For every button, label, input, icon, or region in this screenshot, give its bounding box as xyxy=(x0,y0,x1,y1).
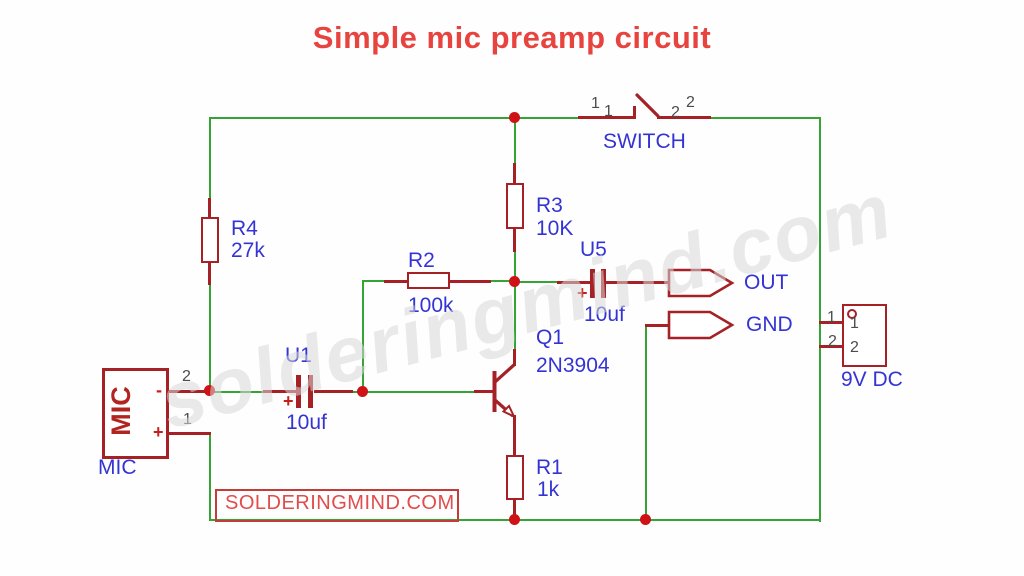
label-u5-value: 10uf xyxy=(584,303,625,326)
wire-collector xyxy=(514,281,516,351)
junction-collector xyxy=(509,276,520,287)
capacitor-u1-plate-left xyxy=(296,375,301,408)
transistor-base-bar xyxy=(492,371,497,412)
label-q1-ref: Q1 xyxy=(536,326,565,349)
lead-u1-left xyxy=(263,390,298,393)
label-q1-value: 2N3904 xyxy=(536,354,610,377)
resistor-r1-body xyxy=(506,455,524,500)
resistor-r2-body xyxy=(407,272,450,289)
u5-polarity-plus: + xyxy=(577,283,588,303)
label-r4-ref: R4 xyxy=(231,217,258,240)
lead-u5-right xyxy=(606,281,669,284)
lead-mic-pin2 xyxy=(166,390,211,393)
battery-pin2-number-inner: 2 xyxy=(850,339,859,356)
wire-base xyxy=(362,391,475,393)
label-r1-ref: R1 xyxy=(536,456,563,479)
wire-left-rail-mid xyxy=(209,284,211,392)
wire-r3-bottom xyxy=(514,251,516,282)
lead-r3-top xyxy=(513,163,516,184)
switch-pin1-number-a: 1 xyxy=(591,95,600,112)
label-switch: SWITCH xyxy=(603,130,686,153)
mic-polarity-minus: - xyxy=(156,380,162,400)
lead-base xyxy=(474,390,495,393)
lead-r4-bottom xyxy=(208,261,211,285)
label-r3-value: 10K xyxy=(536,217,574,240)
lead-r1-top xyxy=(513,427,516,456)
lead-collector xyxy=(513,349,516,366)
mic-polarity-plus: + xyxy=(153,422,164,442)
lead-r4-top xyxy=(208,198,211,218)
lead-gnd-stub xyxy=(645,324,671,327)
lead-switch-1 xyxy=(578,116,635,119)
wire-r2-right xyxy=(490,280,515,282)
switch-pin2-number-b: 2 xyxy=(686,94,695,111)
credit-frame xyxy=(215,489,459,522)
mic-body xyxy=(102,368,169,459)
lead-mic-pin1 xyxy=(166,432,211,435)
mic-body-label: MIC xyxy=(105,386,136,436)
out-connector-shape xyxy=(667,268,735,298)
wire-r3-top xyxy=(514,118,516,164)
wire-gnd-down xyxy=(645,324,647,521)
wire-left-rail-bottom xyxy=(209,433,211,521)
battery-pin1-number-outer: 1 xyxy=(827,309,836,326)
lead-r1-bottom xyxy=(513,499,516,521)
junction-top-rail xyxy=(509,112,520,123)
capacitor-u5-plate-right xyxy=(601,269,606,298)
switch-pin1-number-b: 1 xyxy=(604,103,613,120)
resistor-r3-body xyxy=(506,183,524,229)
wire-left-rail-top xyxy=(209,117,211,199)
battery-pin1-circle xyxy=(847,309,857,319)
label-r2-value: 100k xyxy=(408,294,454,317)
label-r1-value: 1k xyxy=(537,478,560,501)
lead-u1-right xyxy=(314,390,353,393)
battery-pin1-number-inner: 1 xyxy=(850,315,859,332)
gnd-connector-shape xyxy=(667,310,735,340)
switch-blade xyxy=(635,93,660,118)
junction-bottom-r1 xyxy=(509,514,520,525)
battery-pin2-number-outer: 2 xyxy=(828,333,837,350)
lead-battery-pin2 xyxy=(819,345,843,348)
label-battery: 9V DC xyxy=(841,368,903,391)
wire-u1-left xyxy=(210,391,265,393)
page-title: Simple mic preamp circuit xyxy=(312,20,712,55)
label-u5-ref: U5 xyxy=(580,238,607,261)
label-mic: MIC xyxy=(98,456,137,479)
mic-pin1-number: 1 xyxy=(183,411,192,428)
lead-battery-pin1 xyxy=(819,321,843,324)
u1-polarity-plus: + xyxy=(283,391,294,411)
wire-right-rail xyxy=(819,117,821,522)
credit-text: SOLDERINGMIND.COM xyxy=(225,492,455,514)
mic-pin2-number: 2 xyxy=(182,368,191,385)
resistor-r4-body xyxy=(201,217,219,263)
capacitor-u1-plate-right xyxy=(308,375,313,408)
wire-u5-branch xyxy=(515,281,558,283)
label-gnd: GND xyxy=(746,313,793,336)
lead-r2-left xyxy=(384,280,408,283)
wire-top-rail-left xyxy=(209,117,580,119)
switch-pin2-number-a: 2 xyxy=(671,104,680,121)
switch-contact-tick xyxy=(633,106,636,119)
wire-r2-left xyxy=(362,280,385,282)
lead-r2-right xyxy=(449,280,491,283)
transistor-emitter-arrow xyxy=(501,404,517,419)
lead-r3-bottom xyxy=(513,228,516,252)
lead-emitter xyxy=(513,415,516,429)
transistor-collector xyxy=(493,362,517,384)
junction-base xyxy=(357,386,368,397)
label-r2-ref: R2 xyxy=(408,249,435,272)
wire-r2-down xyxy=(362,280,364,393)
lead-u5-left xyxy=(557,281,593,284)
label-u1-value: 10uf xyxy=(286,411,327,434)
lead-switch-2 xyxy=(657,116,711,119)
label-u1-ref: U1 xyxy=(285,344,312,367)
junction-bottom-gnd xyxy=(640,514,651,525)
junction-mic-pin2 xyxy=(204,385,215,396)
label-r3-ref: R3 xyxy=(536,194,563,217)
wire-top-rail-right xyxy=(710,117,821,119)
label-out: OUT xyxy=(744,271,789,294)
label-r4-value: 27k xyxy=(231,239,265,262)
capacitor-u5-plate-left xyxy=(590,269,595,298)
